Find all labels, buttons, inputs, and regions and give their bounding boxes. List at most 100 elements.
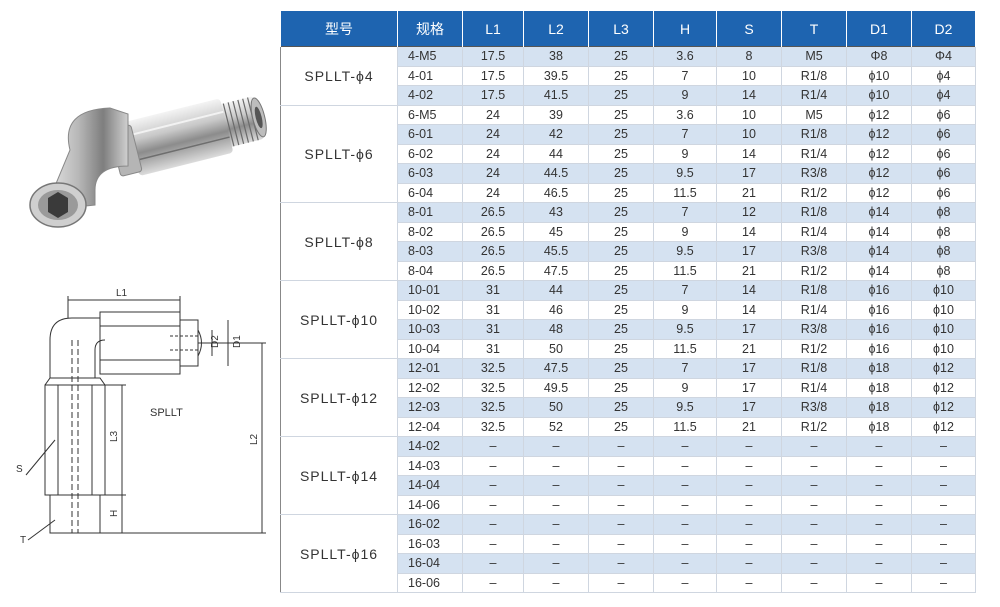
model-cell: SPLLT-ϕ4 [280,46,398,106]
spec-cell: 8-04 [397,260,463,281]
value-cell: 26.5 [462,221,524,242]
value-cell: – [462,514,524,535]
value-cell: – [653,494,717,515]
value-cell: 8 [716,46,782,67]
value-cell: ϕ18 [846,397,912,418]
value-cell: ϕ18 [846,416,912,437]
value-cell: ϕ14 [846,221,912,242]
value-cell: 45.5 [523,241,589,262]
spec-cell: 8-01 [397,202,463,223]
value-cell: ϕ16 [846,280,912,301]
elbow-fitting-photo [29,96,267,228]
value-cell: – [523,572,589,593]
value-cell: 12 [716,202,782,223]
value-cell: 17 [716,377,782,398]
value-cell: – [588,494,654,515]
value-cell: R1/8 [781,124,847,145]
value-cell: ϕ18 [846,358,912,379]
label-H: H [109,510,120,517]
model-cell: SPLLT-ϕ6 [280,104,398,203]
value-cell: ϕ6 [911,124,976,145]
value-cell: – [781,494,847,515]
value-cell: – [716,533,782,554]
value-cell: R1/4 [781,377,847,398]
value-cell: – [523,553,589,574]
value-cell: R1/4 [781,143,847,164]
value-cell: – [653,572,717,593]
value-cell: ϕ12 [846,182,912,203]
value-cell: 9.5 [653,241,717,262]
value-cell: – [716,572,782,593]
spec-cell: 4-01 [397,65,463,86]
value-cell: – [911,475,976,496]
label-L3: L3 [109,430,120,442]
spec-cell: 14-04 [397,475,463,496]
model-cell: SPLLT-ϕ8 [280,202,398,281]
value-cell: – [911,494,976,515]
value-cell: R3/8 [781,397,847,418]
spec-cell: 10-04 [397,338,463,359]
value-cell: 25 [588,416,654,437]
value-cell: – [588,533,654,554]
header-H: H [653,11,717,47]
table-row: 16-06–––––––– [281,572,976,593]
spec-cell: 6-03 [397,163,463,184]
value-cell: 25 [588,104,654,125]
value-cell: 24 [462,163,524,184]
value-cell: – [781,475,847,496]
value-cell: 49.5 [523,377,589,398]
value-cell: 24 [462,143,524,164]
value-cell: R1/8 [781,65,847,86]
value-cell: ϕ6 [911,163,976,184]
value-cell: – [716,436,782,457]
value-cell: 43 [523,202,589,223]
value-cell: – [911,572,976,593]
value-cell: 50 [523,338,589,359]
value-cell: ϕ10 [911,299,976,320]
value-cell: 32.5 [462,377,524,398]
value-cell: 17.5 [462,85,524,106]
value-cell: – [588,436,654,457]
value-cell: 17 [716,397,782,418]
value-cell: R3/8 [781,241,847,262]
value-cell: ϕ16 [846,338,912,359]
value-cell: 52 [523,416,589,437]
value-cell: – [462,553,524,574]
value-cell: 9 [653,221,717,242]
value-cell: – [462,494,524,515]
value-cell: – [846,514,912,535]
spec-cell: 6-M5 [397,104,463,125]
spec-cell: 16-03 [397,533,463,554]
value-cell: 9.5 [653,163,717,184]
value-cell: ϕ16 [846,319,912,340]
value-cell: – [911,533,976,554]
spec-cell: 14-02 [397,436,463,457]
label-D1: D1 [232,335,243,348]
value-cell: M5 [781,46,847,67]
value-cell: R1/2 [781,338,847,359]
value-cell: 14 [716,299,782,320]
value-cell: 25 [588,124,654,145]
value-cell: 25 [588,65,654,86]
model-cell: SPLLT-ϕ14 [280,436,398,515]
value-cell: – [653,436,717,457]
value-cell: ϕ12 [846,124,912,145]
value-cell: 14 [716,280,782,301]
value-cell: – [588,572,654,593]
value-cell: – [781,455,847,476]
value-cell: 24 [462,182,524,203]
value-cell: 7 [653,124,717,145]
spec-cell: 14-06 [397,494,463,515]
value-cell: 17 [716,358,782,379]
